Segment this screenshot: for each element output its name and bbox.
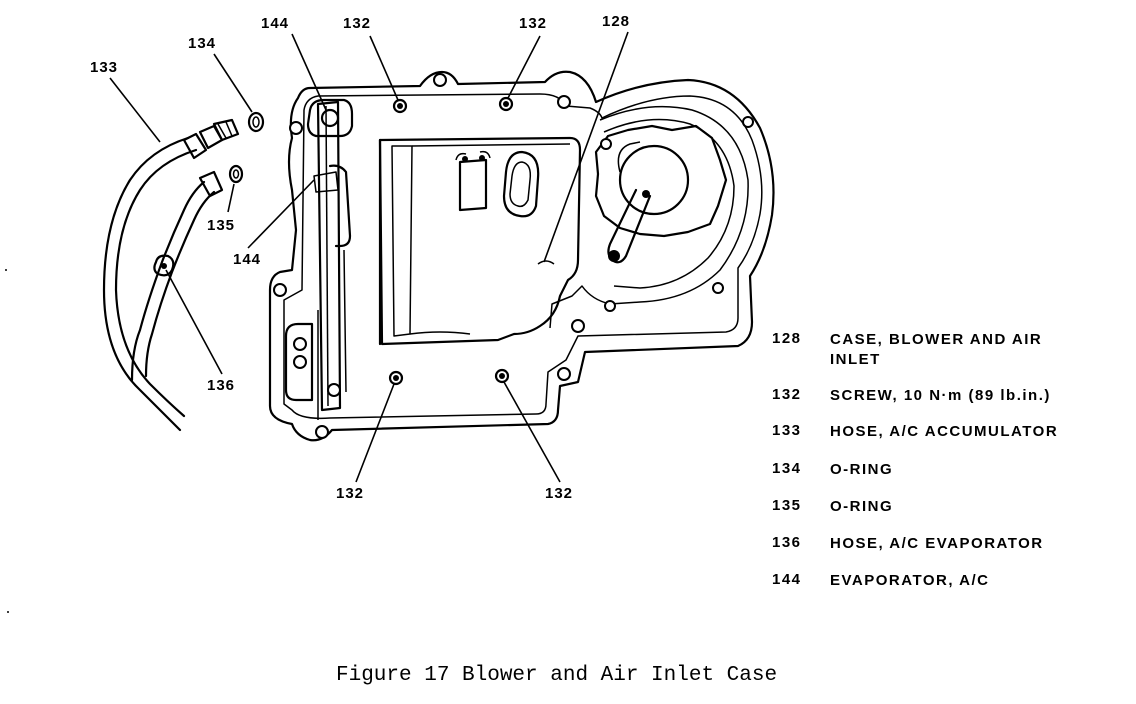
ac-accumulator-hose bbox=[102, 118, 240, 432]
leader-lines bbox=[109, 31, 629, 483]
legend-number: 134 bbox=[772, 460, 802, 477]
callout-132-bottom-left: 132 bbox=[336, 485, 364, 502]
legend-description: O-RING bbox=[830, 498, 894, 515]
callout-133: 133 bbox=[90, 59, 118, 76]
legend-item: 144 EVAPORATOR, A/C bbox=[772, 571, 989, 591]
legend-number: 133 bbox=[772, 422, 802, 439]
callout-132-top-right: 132 bbox=[519, 15, 547, 32]
callout-134: 134 bbox=[188, 35, 216, 52]
legend-item: 128 CASE, BLOWER AND AIR INLET bbox=[772, 330, 1080, 370]
o-ring-134 bbox=[247, 111, 265, 133]
legend-number: 132 bbox=[772, 386, 802, 403]
ac-evaporator-hose bbox=[130, 170, 224, 382]
legend-description: CASE, BLOWER AND AIR INLET bbox=[830, 331, 1043, 368]
callout-144-top: 144 bbox=[261, 15, 289, 32]
legend-item: 135 O-RING bbox=[772, 497, 893, 517]
legend-description: HOSE, A/C EVAPORATOR bbox=[830, 535, 1044, 552]
legend-description: HOSE, A/C ACCUMULATOR bbox=[830, 423, 1059, 440]
legend-number: 144 bbox=[772, 571, 802, 588]
callout-135: 135 bbox=[207, 217, 235, 234]
o-ring-135 bbox=[228, 164, 244, 184]
callout-128: 128 bbox=[602, 13, 630, 30]
figure-caption: Figure 17 Blower and Air Inlet Case bbox=[336, 664, 778, 687]
legend-item: 134 O-RING bbox=[772, 460, 893, 480]
callout-132-top-left: 132 bbox=[343, 15, 371, 32]
legend-number: 128 bbox=[772, 330, 802, 347]
ac-evaporator bbox=[284, 98, 354, 420]
legend-number: 136 bbox=[772, 534, 802, 551]
blower-air-inlet-case bbox=[268, 70, 775, 442]
legend-description: EVAPORATOR, A/C bbox=[830, 572, 990, 589]
legend-item: 133 HOSE, A/C ACCUMULATOR bbox=[772, 422, 1058, 442]
callout-144-lower: 144 bbox=[233, 251, 261, 268]
callout-132-bottom-right: 132 bbox=[545, 485, 573, 502]
legend-item: 136 HOSE, A/C EVAPORATOR bbox=[772, 534, 1044, 554]
legend-description: SCREW, 10 N·m (89 lb.in.) bbox=[830, 387, 1051, 404]
callout-labels: 144 132 132 128 134 133 135 144 136 132 … bbox=[90, 13, 630, 502]
legend-item: 132 SCREW, 10 N·m (89 lb.in.) bbox=[772, 386, 1051, 406]
legend-description: O-RING bbox=[830, 461, 894, 478]
callout-136: 136 bbox=[207, 377, 235, 394]
legend-number: 135 bbox=[772, 497, 802, 514]
